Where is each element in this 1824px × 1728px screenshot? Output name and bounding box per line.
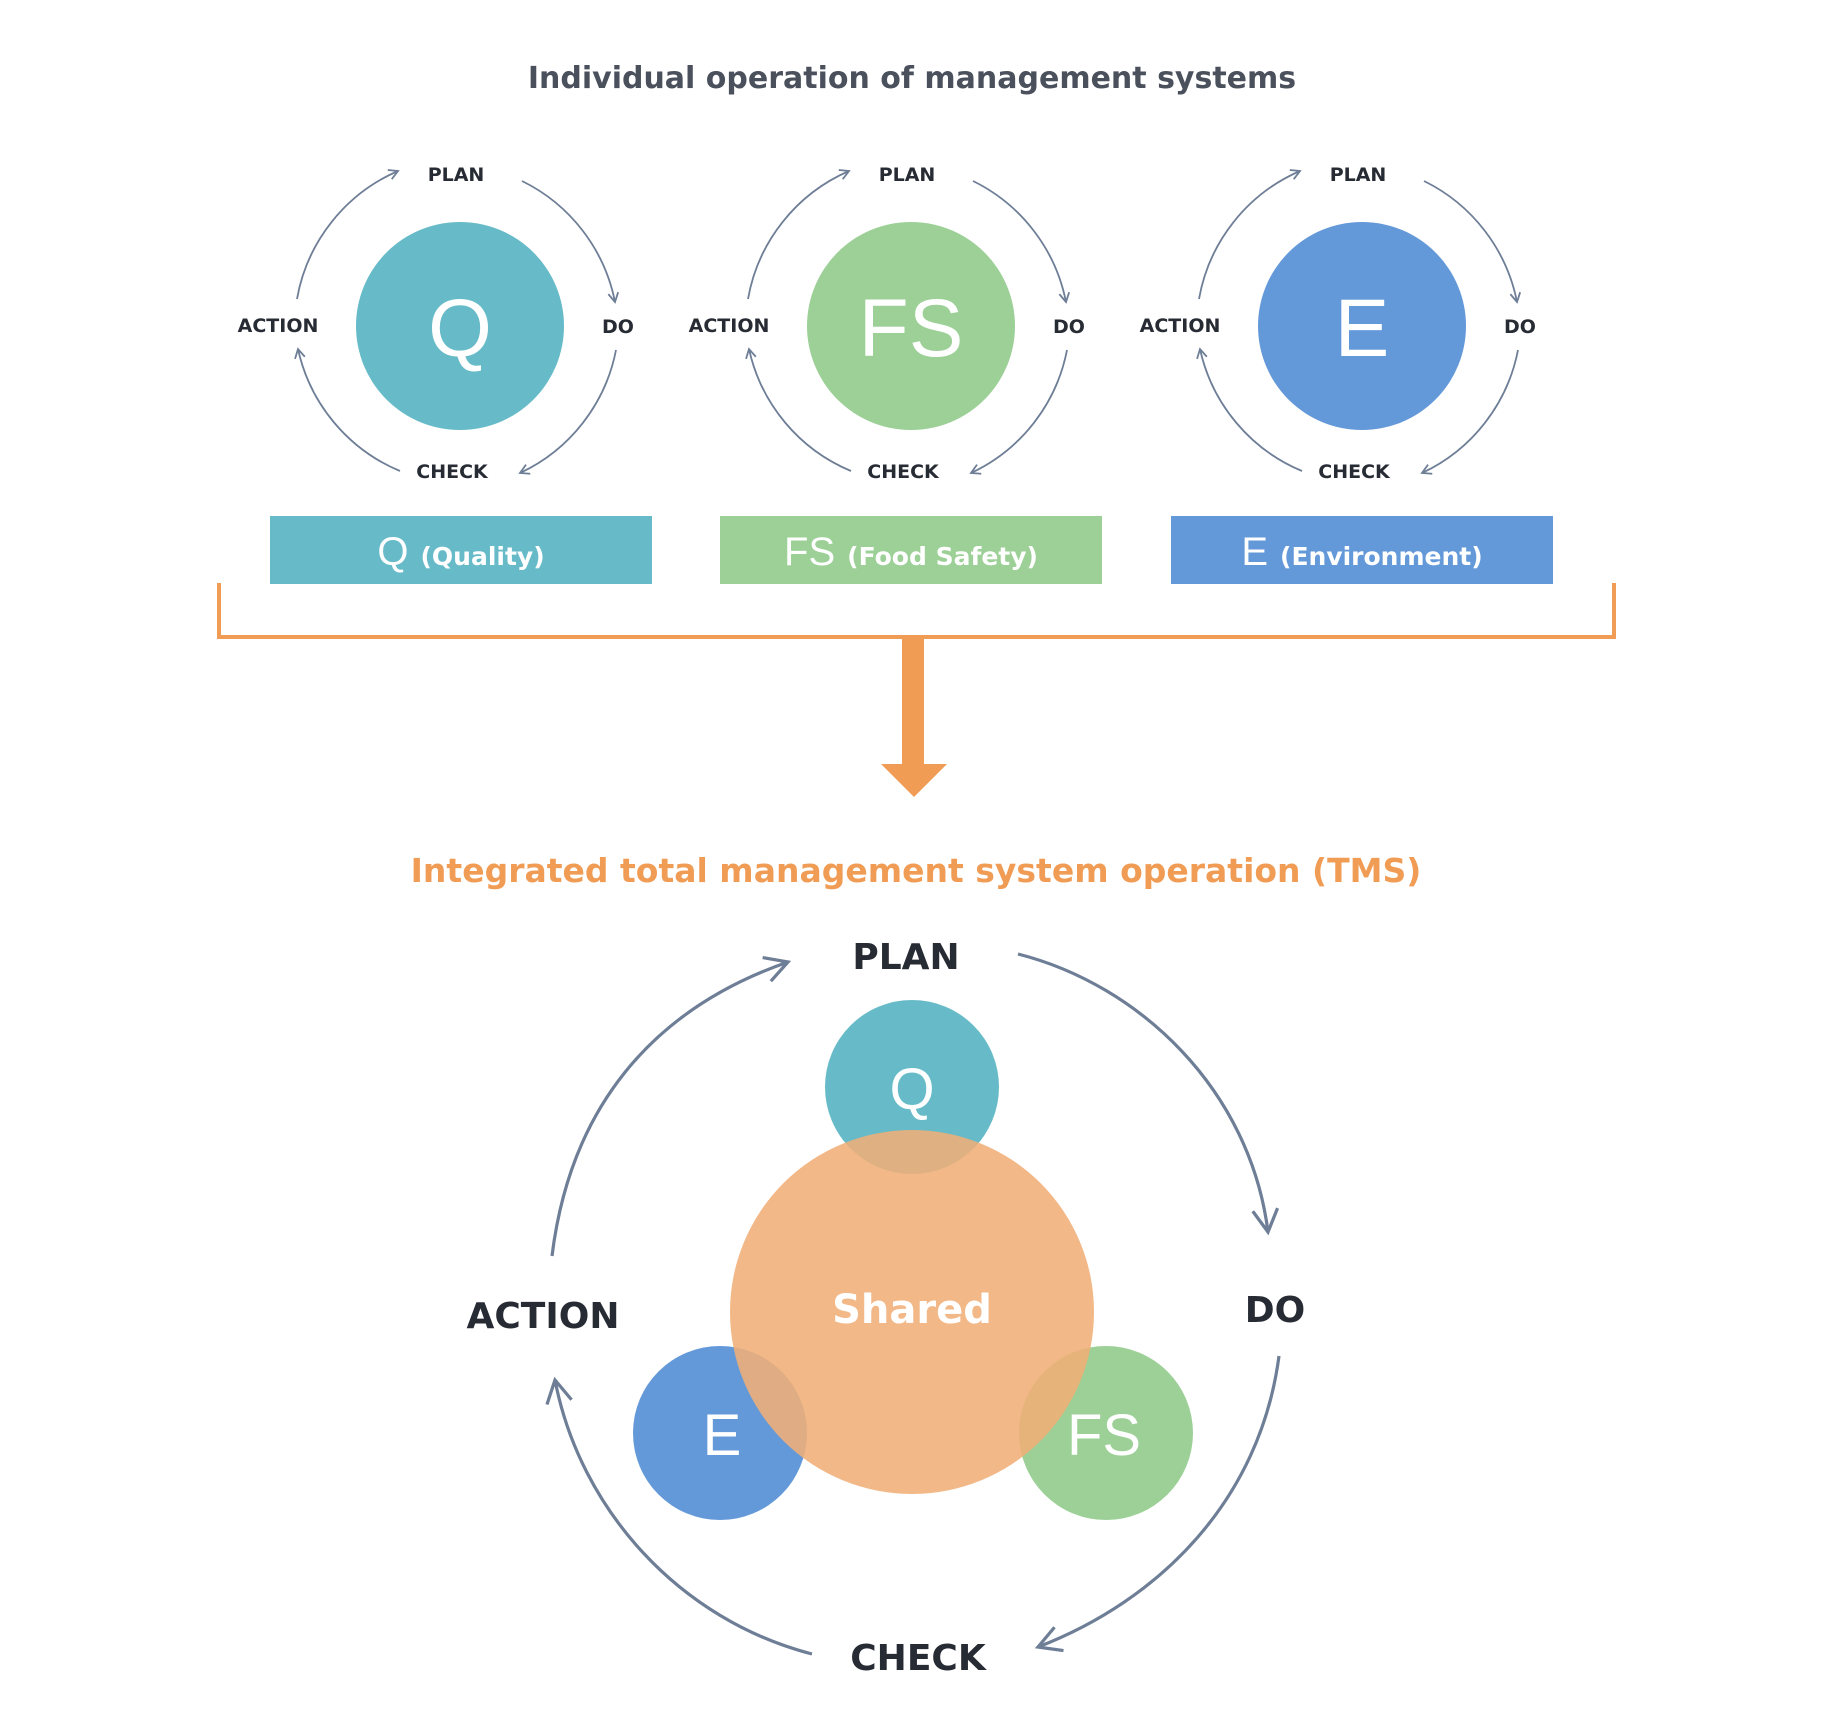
arrow-check-to-action-icon xyxy=(1196,347,1303,472)
label-box-e-text: E (Environment) xyxy=(1241,530,1482,574)
e-circle xyxy=(1258,222,1466,430)
arrow-check-to-action-icon xyxy=(745,347,852,472)
cycle-e: E PLAN DO CHECK ACTION xyxy=(1140,164,1536,483)
fs-small-letters: FS xyxy=(1067,1403,1141,1468)
arrow-action-to-plan-icon xyxy=(747,169,851,300)
integrated-operation-title: Integrated total management system opera… xyxy=(411,851,1422,890)
arrow-check-to-action-icon xyxy=(545,1376,813,1656)
q-small-circle xyxy=(825,1000,999,1174)
check-label: CHECK xyxy=(416,461,489,483)
label-box-fs-text: FS (Food Safety) xyxy=(784,530,1038,574)
arrow-do-to-check-icon xyxy=(969,349,1068,475)
box-e-abbr: E xyxy=(1241,530,1268,574)
check-label-large: CHECK xyxy=(850,1638,987,1679)
plan-label-large: PLAN xyxy=(852,937,959,978)
arrow-action-to-plan-icon xyxy=(1198,169,1302,300)
arrow-plan-to-do-icon xyxy=(972,180,1071,304)
e-letter: E xyxy=(1335,283,1390,374)
do-label: DO xyxy=(1053,316,1085,338)
fs-letters: FS xyxy=(859,283,964,374)
box-fs-name: (Food Safety) xyxy=(847,542,1038,571)
box-q-name: (Quality) xyxy=(420,542,544,571)
arrow-plan-to-do-icon xyxy=(1423,180,1522,304)
arrow-action-to-plan-icon xyxy=(296,169,400,300)
action-label: ACTION xyxy=(238,315,319,337)
down-arrow-icon xyxy=(881,637,947,797)
check-label: CHECK xyxy=(1318,461,1391,483)
cycle-q: Q PLAN DO CHECK ACTION xyxy=(238,164,634,483)
label-box-fs: FS (Food Safety) xyxy=(720,516,1102,584)
shared-label: Shared xyxy=(832,1287,992,1333)
grouping-bracket xyxy=(217,583,1616,639)
fs-circle xyxy=(807,222,1015,430)
do-label-large: DO xyxy=(1245,1290,1306,1331)
q-letter: Q xyxy=(428,283,492,374)
box-e-name: (Environment) xyxy=(1280,542,1483,571)
arrow-check-to-action-icon xyxy=(294,347,401,472)
action-label: ACTION xyxy=(689,315,770,337)
plan-label: PLAN xyxy=(428,164,485,186)
arrow-do-to-check-icon xyxy=(1420,349,1519,475)
e-small-letter: E xyxy=(703,1403,742,1468)
label-box-q: Q (Quality) xyxy=(270,516,652,584)
arrow-plan-to-do-icon xyxy=(521,180,620,304)
arrow-do-to-check-icon xyxy=(518,349,617,475)
box-fs-abbr: FS xyxy=(784,530,835,574)
box-q-abbr: Q xyxy=(377,530,408,574)
label-box-e: E (Environment) xyxy=(1171,516,1553,584)
shared-circle xyxy=(730,1130,1094,1494)
cycle-fs: FS PLAN DO CHECK ACTION xyxy=(689,164,1085,483)
arrow-plan-to-do-icon xyxy=(1017,952,1280,1236)
action-label: ACTION xyxy=(1140,315,1221,337)
label-box-q-text: Q (Quality) xyxy=(377,530,544,574)
q-small-letter: Q xyxy=(889,1057,934,1122)
action-label-large: ACTION xyxy=(467,1296,620,1337)
q-circle xyxy=(356,222,564,430)
arrow-do-to-check-icon xyxy=(1034,1355,1281,1653)
arrow-action-to-plan-icon xyxy=(550,955,792,1257)
individual-operation-title: Individual operation of management syste… xyxy=(528,61,1296,96)
do-label: DO xyxy=(602,316,634,338)
plan-label: PLAN xyxy=(879,164,936,186)
check-label: CHECK xyxy=(867,461,940,483)
integrated-cycle: Q E FS Shared PLAN DO CHECK ACTION xyxy=(467,937,1306,1679)
plan-label: PLAN xyxy=(1330,164,1387,186)
do-label: DO xyxy=(1504,316,1536,338)
